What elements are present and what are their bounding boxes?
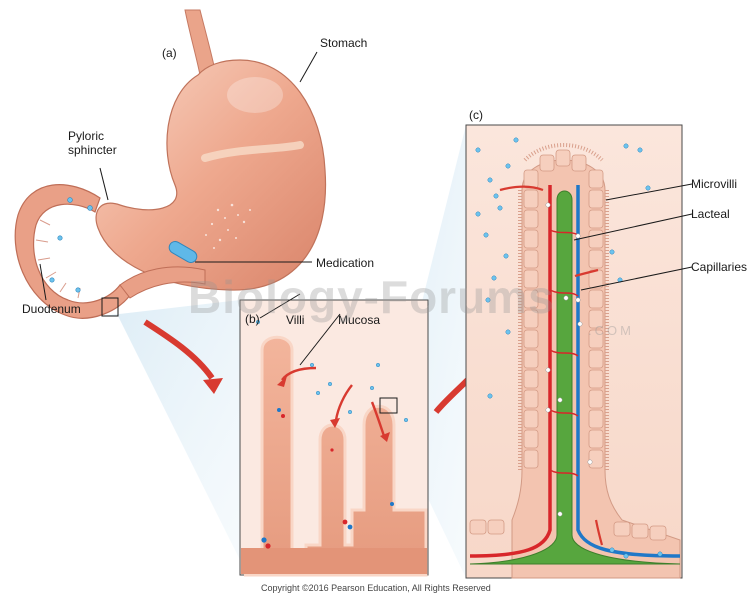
watermark: Biology-Forums [188, 271, 555, 323]
panel-a-label: (a) [162, 46, 177, 60]
lacteal [469, 190, 681, 565]
mucosa-label: Mucosa [338, 313, 381, 327]
leader-lines [39, 51, 693, 366]
stomach-label: Stomach [320, 36, 368, 50]
panel-b-base-tissue [241, 548, 427, 574]
medication-label: Medication [316, 256, 375, 270]
capillaries-label: Capillaries [691, 260, 748, 274]
panel-b-label: (b) [245, 312, 260, 326]
duodenum-folds [35, 219, 81, 299]
duodenum-label: Duodenum [22, 302, 81, 316]
stomach [95, 59, 327, 291]
pyloric-sphincter-label: Pyloric sphincter [68, 129, 117, 157]
capillary-red [469, 185, 552, 558]
panel-b-arrows [281, 366, 386, 437]
duodenum-zoom-box [101, 297, 119, 317]
panel-b-particles [255, 319, 409, 423]
capillary-network [549, 229, 579, 477]
villi-shapes [244, 335, 428, 577]
arrow-a-to-b [143, 319, 215, 380]
watermark-sub: .COM [588, 323, 634, 338]
stomach-highlight [227, 77, 283, 113]
intestine-continuation [119, 266, 206, 299]
epithelial-cells [469, 149, 667, 541]
panel-c-label: (c) [469, 108, 483, 122]
microvilli-label: Microvilli [691, 177, 737, 191]
panel-c-particles [475, 137, 663, 559]
dissolving-medication-particles [205, 203, 251, 249]
villi-label: Villi [286, 313, 305, 327]
copyright-notice: Copyright ©2016 Pearson Education, All R… [261, 583, 491, 593]
microvilli-fringe-top [523, 143, 604, 162]
capillary-blue [576, 185, 681, 558]
stomach-fold [201, 141, 304, 162]
lacteal-label: Lacteal [691, 207, 730, 221]
panel-c-arrows [499, 185, 604, 546]
panel-b-blood-cells [261, 408, 394, 549]
panel-b-arrowheads [277, 376, 390, 442]
villus-zoom-box [379, 397, 398, 414]
arrow-a-to-b-head [203, 378, 223, 394]
medication-capsule [168, 241, 198, 263]
duodenum-particles [49, 197, 93, 293]
panel-c-absorbed-particles [545, 202, 593, 517]
zoom-beam-a-to-b [102, 300, 240, 560]
